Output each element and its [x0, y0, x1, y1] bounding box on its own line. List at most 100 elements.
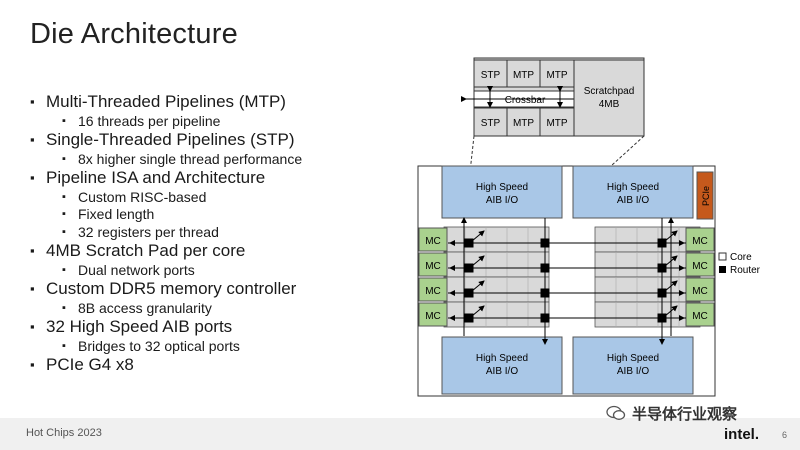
noc-arrow: [471, 280, 485, 292]
router: [657, 313, 667, 323]
router: [657, 263, 667, 273]
aib-label: High Speed: [607, 182, 659, 193]
router: [464, 313, 474, 323]
crossbar-label: Crossbar: [505, 95, 546, 106]
router: [540, 313, 550, 323]
wechat-icon: [606, 405, 626, 425]
router: [657, 238, 667, 248]
mc-block: [418, 252, 448, 277]
mc-block: [685, 227, 715, 252]
core-bottom-label: MTP: [513, 118, 534, 129]
core-tile: [594, 251, 701, 278]
bullet-text: Single-Threaded Pipelines (STP): [30, 130, 430, 151]
sub-bullet-list: Custom RISC-basedFixed length32 register…: [30, 189, 430, 242]
bullet-text: Pipeline ISA and Architecture: [30, 168, 430, 189]
mc-block: [685, 302, 715, 327]
router: [540, 263, 550, 273]
core-tile: [594, 226, 701, 253]
core-bottom-label: STP: [481, 118, 501, 129]
footer-text: Hot Chips 2023: [26, 427, 102, 439]
sub-bullet-text: 32 registers per thread: [30, 224, 430, 242]
router: [464, 263, 474, 273]
die-architecture-diagram: STP MTP MTP Crossbar STP MTP MTP Scratch…: [417, 57, 761, 397]
noc-arrow: [664, 230, 678, 242]
mc-block: [418, 277, 448, 302]
bullet-text: Custom DDR5 memory controller: [30, 279, 430, 300]
mc-block: [418, 302, 448, 327]
bullet-text: 32 High Speed AIB ports: [30, 317, 430, 338]
sub-bullet-text: 8B access granularity: [30, 300, 430, 318]
core-bottom-label: MTP: [546, 118, 567, 129]
mc-blocks: MC MC MC MC MC MC MC MC: [418, 227, 715, 327]
noc-arrow: [471, 255, 485, 267]
aib-label: High Speed: [476, 353, 528, 364]
network-on-chip: [448, 217, 686, 345]
sub-bullet-text: Fixed length: [30, 206, 430, 224]
noc-arrow: [664, 255, 678, 267]
noc-arrow: [664, 305, 678, 317]
watermark: 半导体行业观察: [606, 403, 737, 425]
aib-label: High Speed: [607, 353, 659, 364]
router: [464, 288, 474, 298]
bullet-text: Multi-Threaded Pipelines (MTP): [30, 92, 430, 113]
mc-block: [418, 227, 448, 252]
scratchpad-size: 4MB: [599, 99, 620, 110]
sub-bullet-list: Dual network ports: [30, 262, 430, 280]
bullet-item: Custom DDR5 memory controller8B access g…: [30, 279, 430, 317]
legend-router-swatch: [719, 266, 726, 273]
aib-label: High Speed: [476, 182, 528, 193]
sub-bullet-text: Custom RISC-based: [30, 189, 430, 207]
mc-label: MC: [692, 236, 708, 247]
aib-label: AIB I/O: [486, 195, 518, 206]
bullet-text: PCIe G4 x8: [30, 355, 430, 376]
sub-bullet-text: Bridges to 32 optical ports: [30, 338, 430, 356]
mc-label: MC: [425, 286, 441, 297]
router: [464, 238, 474, 248]
core-tile: [443, 276, 550, 303]
router: [540, 238, 550, 248]
bullet-item: 4MB Scratch Pad per coreDual network por…: [30, 241, 430, 279]
mc-label: MC: [692, 261, 708, 272]
bullet-item: Pipeline ISA and ArchitectureCustom RISC…: [30, 168, 430, 241]
scratchpad: [573, 59, 645, 137]
mtp-cell: [539, 107, 575, 137]
core-top-label: MTP: [513, 70, 534, 81]
stp-cell: [473, 107, 508, 137]
core-tile: [594, 276, 701, 303]
noc-arrow: [471, 230, 485, 242]
aib-label: AIB I/O: [486, 366, 518, 377]
mc-block: [685, 252, 715, 277]
mc-label: MC: [692, 311, 708, 322]
aib-blocks: High Speed AIB I/O High Speed AIB I/O Hi…: [441, 165, 694, 395]
core-tile: [594, 301, 701, 328]
noc-arrow: [664, 280, 678, 292]
pcie-label: PCIe: [701, 186, 711, 206]
router: [657, 288, 667, 298]
router: [540, 288, 550, 298]
pcie-block: [696, 171, 714, 220]
core-columns: [443, 226, 701, 328]
mc-label: MC: [425, 311, 441, 322]
bullet-item: Single-Threaded Pipelines (STP)8x higher…: [30, 130, 430, 168]
bullet-list: Multi-Threaded Pipelines (MTP)16 threads…: [30, 92, 430, 376]
legend-core-swatch: [718, 252, 727, 261]
mtp-cell: [506, 59, 541, 88]
mc-label: MC: [425, 261, 441, 272]
mc-label: MC: [692, 286, 708, 297]
bullet-item: PCIe G4 x8: [30, 355, 430, 376]
sub-bullet-list: Bridges to 32 optical ports: [30, 338, 430, 356]
aib-label: AIB I/O: [617, 195, 649, 206]
core-tile: [443, 226, 550, 253]
mtp-cell: [506, 107, 541, 137]
core-tile: [443, 301, 550, 328]
sub-bullet-text: 16 threads per pipeline: [30, 113, 430, 131]
mc-label: MC: [425, 236, 441, 247]
bullet-item: 32 High Speed AIB portsBridges to 32 opt…: [30, 317, 430, 355]
core-top-label: MTP: [546, 70, 567, 81]
core-tile: [443, 251, 550, 278]
sub-bullet-list: 8B access granularity: [30, 300, 430, 318]
intel-logo: intel.: [724, 426, 760, 443]
legend-core: Core: [730, 252, 752, 263]
bullet-text: 4MB Scratch Pad per core: [30, 241, 430, 262]
sub-bullet-text: Dual network ports: [30, 262, 430, 280]
